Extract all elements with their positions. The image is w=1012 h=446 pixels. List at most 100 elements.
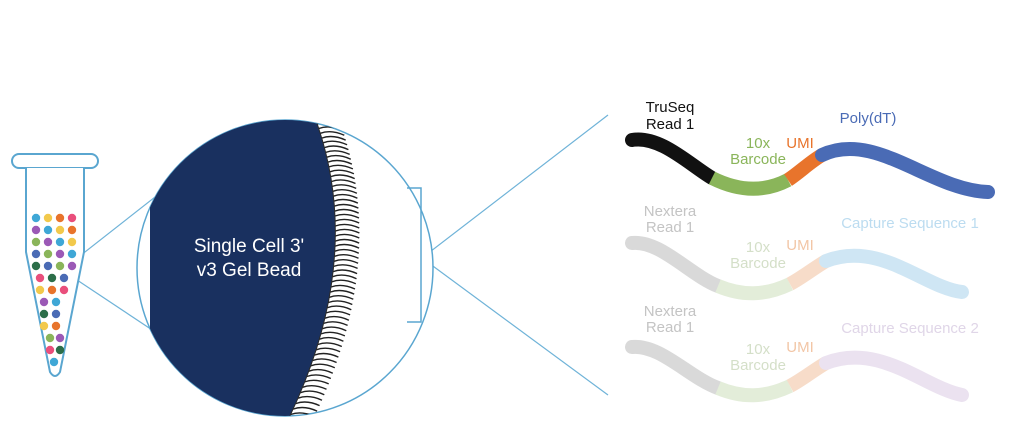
tube-bead-dot	[39, 321, 49, 331]
oligo-bristle	[334, 238, 360, 244]
umi-label: UMI	[786, 135, 814, 152]
oligo-bristle	[334, 213, 360, 219]
oligo-bristle	[328, 300, 353, 306]
oligo-bristle	[322, 326, 347, 332]
oligo-bristle	[297, 395, 323, 401]
gel-bead	[150, 120, 336, 416]
oligo-bristle	[315, 120, 340, 122]
tube-bead-dot	[67, 261, 77, 271]
tube-bead-dot	[51, 309, 61, 319]
oligo-bristle	[306, 374, 332, 380]
tube-bead-dot	[31, 225, 41, 235]
oligo-bristle	[304, 379, 329, 385]
tube-bead-dot	[59, 285, 69, 295]
tube-bead-dot	[55, 333, 65, 343]
oligo-bristle	[323, 321, 348, 327]
tube-bead-dot	[45, 345, 55, 355]
oligo-bristle	[314, 352, 339, 358]
oligo-bristle	[329, 169, 355, 175]
tube-cap	[11, 153, 99, 169]
tube-bead-dot	[39, 309, 49, 319]
oligo-bristle	[328, 164, 354, 170]
tube-bead-dot	[49, 357, 59, 367]
tube-bead-dot	[55, 213, 65, 223]
oligo-bristle	[326, 154, 352, 160]
read-label-line1: TruSeq	[646, 99, 695, 116]
tube-bead-dot	[67, 237, 77, 247]
oligo-bristle	[320, 331, 346, 337]
tube-bead-dot	[43, 225, 53, 235]
oligo-bristle	[325, 150, 350, 156]
barcode-label-line1: 10x	[746, 135, 771, 152]
read-label-line2: Read 1	[646, 319, 694, 336]
read1-segment	[625, 132, 719, 185]
tube-bead-dot	[67, 225, 77, 235]
tube-bead-dot	[59, 273, 69, 283]
capture-seq-1-oligo: Nextera Read 1 10x Barcode UMI Capture S…	[625, 203, 979, 301]
tube-bead-dot	[31, 237, 41, 247]
oligo-bristle	[319, 336, 344, 342]
read-label-line2: Read 1	[646, 116, 694, 133]
oligo-bristle	[327, 305, 352, 311]
oligo-bristle	[300, 390, 325, 396]
oligo-bristle	[308, 368, 334, 374]
oligo-bristle	[333, 264, 358, 270]
bead-oligo-bristles	[288, 113, 360, 422]
oligo-bristle	[327, 159, 353, 165]
capture-segment	[819, 248, 969, 299]
tube-bead-dot	[51, 297, 61, 307]
barcode-label-line1: 10x	[746, 341, 771, 358]
oligo-bristle	[331, 179, 356, 185]
bead-label-line1: Single Cell 3'	[194, 236, 304, 257]
oligo-bristle	[295, 401, 320, 407]
oligo-bristle	[310, 363, 336, 369]
oligo-bristle	[302, 385, 327, 390]
oligo-bristle	[330, 284, 356, 290]
tube-body	[25, 168, 85, 377]
oligo-bristle	[315, 347, 341, 353]
barcode-label-line2: Barcode	[730, 255, 786, 272]
oligo-bristle	[317, 342, 343, 348]
oligo-bristle	[320, 131, 345, 136]
oligo-bristle	[329, 295, 354, 300]
tube-bead-dot	[43, 213, 53, 223]
read1-segment	[625, 339, 725, 395]
oligo-bristle	[330, 174, 355, 180]
oligo-bracket	[407, 187, 422, 323]
oligo-bristle	[332, 189, 358, 194]
capture-segment	[819, 350, 969, 402]
capture-label: Poly(dT)	[840, 110, 897, 127]
tube-beads	[31, 213, 77, 367]
barcode-label-line1: 10x	[746, 239, 771, 256]
capture-label: Capture Sequence 2	[841, 320, 979, 337]
oligo-bristle	[334, 203, 359, 209]
tube-bead-dot	[55, 249, 65, 259]
oligo-bristle	[288, 418, 312, 422]
oligo-bristle	[325, 310, 351, 316]
tube-bead-dot	[31, 213, 41, 223]
oligo-bristle	[324, 315, 350, 321]
tube-bead-dot	[67, 213, 77, 223]
tube-bead-dot	[47, 273, 57, 283]
oligo-bristle	[322, 140, 348, 146]
oligo-bristle	[324, 145, 349, 151]
oligo-bristle	[332, 269, 358, 275]
oligo-bristle	[331, 184, 357, 190]
oligo-zoom-lines	[421, 114, 609, 396]
oligo-bristle	[334, 254, 359, 259]
oligo-bristle	[314, 113, 338, 117]
oligo-bristle	[331, 279, 357, 285]
read-label-line1: Nextera	[644, 203, 697, 220]
tube-bead-dot	[51, 321, 61, 331]
tube-bead-dot	[67, 249, 77, 259]
oligo-bristle	[334, 218, 360, 224]
read-label-line1: Nextera	[644, 303, 697, 320]
tube-bead-dot	[31, 261, 41, 271]
oligo-bristle	[335, 233, 360, 239]
barcode-label-line2: Barcode	[730, 357, 786, 374]
oligo-bristle	[292, 406, 318, 412]
capture-seq-2-oligo: Nextera Read 1 10x Barcode UMI Capture S…	[625, 303, 979, 403]
tube-bead-dot	[45, 333, 55, 343]
